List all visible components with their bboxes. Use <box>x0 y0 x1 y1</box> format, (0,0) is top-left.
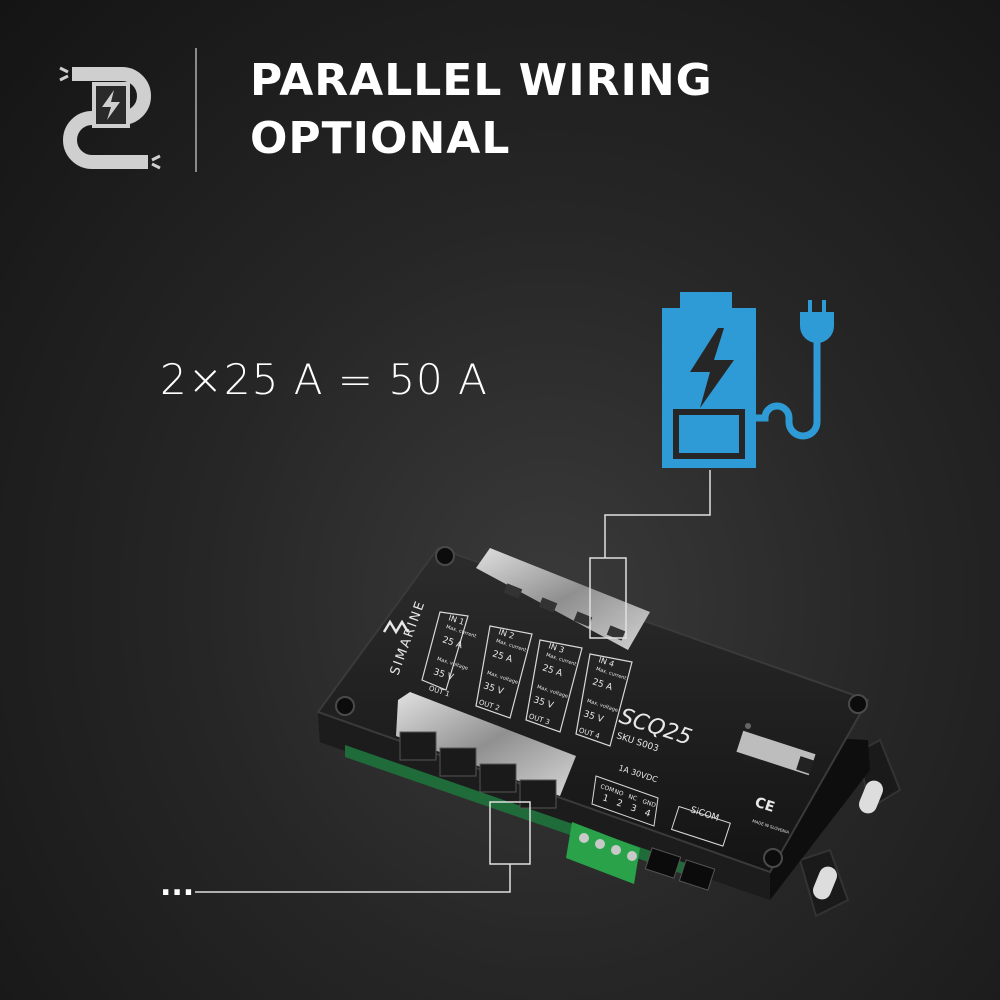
ce-mark: CE <box>753 795 777 816</box>
title-line-1: PARALLEL WIRING <box>250 55 713 106</box>
output-terminal-block <box>396 692 576 796</box>
relay-pin-3-number: 3 <box>629 803 638 814</box>
relay-pin-1-label: COM <box>599 783 615 794</box>
device-top-face <box>316 546 870 874</box>
page-title: PARALLEL WIRING OPTIONAL <box>250 52 713 168</box>
relay-pin-4-number: 4 <box>643 808 652 819</box>
parallel-wiring-icon <box>59 66 161 170</box>
qr-code <box>796 756 814 774</box>
power-plug-icon <box>756 300 834 440</box>
header-divider <box>195 48 197 172</box>
relay-connector <box>566 822 640 884</box>
relay-pin-1-number: 1 <box>601 793 610 804</box>
relay-pin-2-label: NO <box>613 788 624 798</box>
relay-pin-3-label: NC <box>627 793 637 802</box>
title-line-2: OPTIONAL <box>250 113 511 164</box>
brand-logo <box>382 619 410 635</box>
ellipsis-indicator: ... <box>160 868 195 903</box>
current-formula: 2×25 A = 50 A <box>160 355 488 404</box>
relay-pin-4-label: GND <box>641 798 657 809</box>
relay-pin-2-number: 2 <box>615 798 624 809</box>
battery-charging-icon <box>662 292 834 468</box>
